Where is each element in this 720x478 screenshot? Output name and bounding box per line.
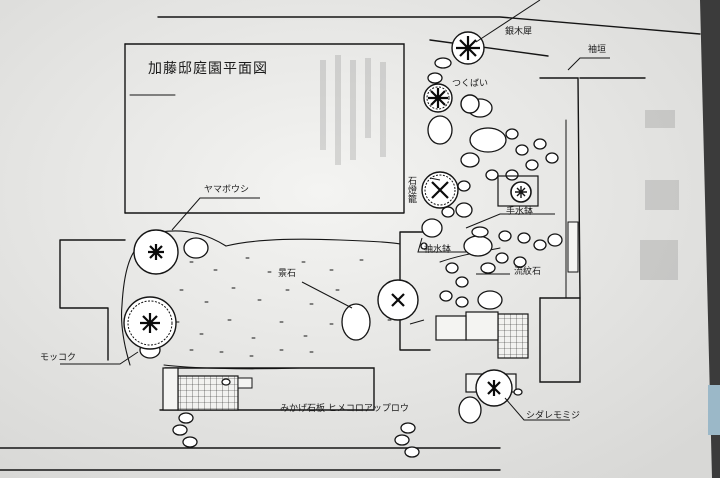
label-keiseki: 景石 [278, 269, 297, 279]
tape-strip [708, 385, 720, 435]
shrub-texture [127, 86, 456, 346]
fence-line [429, 39, 549, 57]
label-sodegaki: 袖垣 [588, 45, 607, 55]
garden-outline-leftbottom [120, 304, 131, 366]
label-flowerbed: みかげ石板 ヒメコロアップロウ [280, 404, 409, 414]
top-boundary-line [157, 16, 701, 35]
label-tsukubai: つくばい [452, 79, 489, 89]
step-block-right [465, 311, 499, 341]
plan-title: 加藤邸庭園平面図 [148, 61, 268, 77]
house-outline [124, 43, 405, 214]
label-shikimomiji: シダレモミジ [526, 411, 581, 421]
lantern-mark [515, 186, 527, 198]
label-mokkoku: モッコク [40, 353, 77, 363]
garden-outline-bottom [163, 364, 301, 370]
step-block [237, 377, 253, 389]
wall-gate [567, 221, 579, 273]
left-annex [59, 239, 126, 361]
step-stone-left [162, 367, 179, 411]
paving-grid-right [497, 313, 529, 359]
label-ishidoro: 石燈籠 [406, 176, 416, 203]
right-box [539, 297, 581, 383]
label-yamaboushi: ヤマボウシ [204, 185, 250, 195]
right-wall [539, 77, 581, 299]
label-sodemizuhachi: 袖水鉢 [424, 245, 452, 255]
tree-star-marks [140, 36, 501, 396]
stone-slab [435, 315, 467, 341]
garden-outline-top [225, 238, 401, 247]
label-ginmokusei: 銀木犀 [505, 27, 533, 37]
bleed-through-marks [320, 55, 679, 280]
label-chozuseki: 手水鉢 [506, 207, 534, 217]
stepping-stones [139, 57, 563, 458]
label-ryusekiseki: 流紋石 [514, 267, 542, 277]
leader-lines [60, 0, 610, 421]
gravel-dots [175, 257, 392, 357]
paving-grid-left [177, 375, 239, 411]
lantern-frame [497, 175, 539, 207]
